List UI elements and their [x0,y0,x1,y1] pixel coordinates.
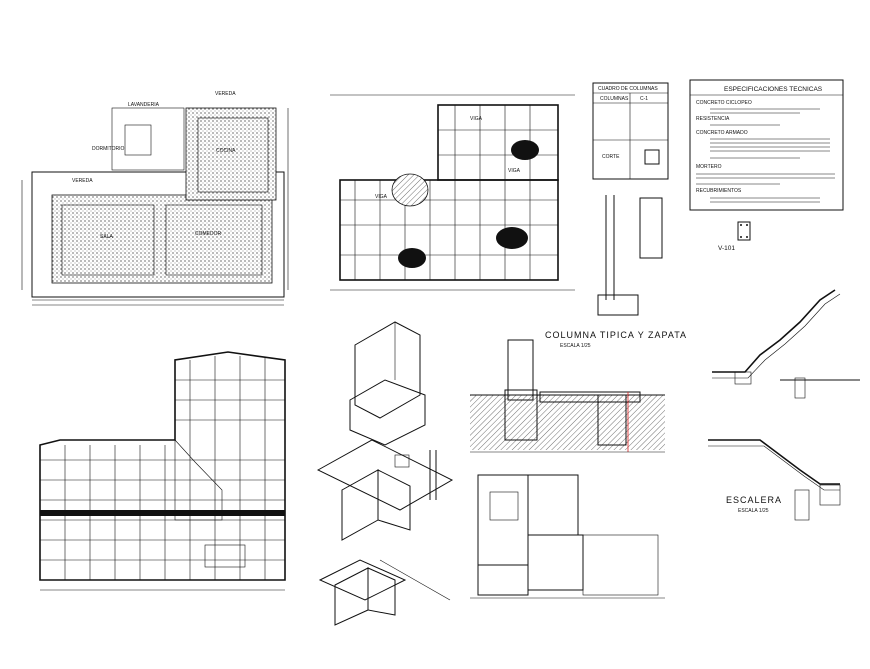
stair-title: ESCALERA [726,495,782,505]
column-detail-title: COLUMNA TIPICA Y ZAPATA [545,330,687,340]
table-columnas-header-0: COLUMNAS [600,96,629,102]
column-elevation [597,195,663,316]
label-viga-2: VIGA [508,168,521,174]
iso-footing-detail [316,439,454,626]
roof-plan [39,351,286,591]
room-label-cocina: COCINA [216,148,236,154]
spec-section-4: RECUBRIMIENTOS [696,188,742,194]
stair-scale: ESCALA 1/25 [738,508,769,514]
beam-label: V-101 [718,245,735,252]
table-columnas-title: CUADRO DE COLUMNAS [598,86,658,92]
foundation-plan: VIGA VIGA VIGA [330,94,575,291]
spec-section-2: CONCRETO ARMADO [696,130,748,136]
label-dormitorio: DORMITORIO [92,146,125,152]
spec-section-3: MORTERO [696,164,722,170]
room-label-comedor: COMEDOR [195,231,222,237]
label-lavanderia: LAVANDERIA [128,102,160,108]
especificaciones: ESPECIFICACIONES TECNICAS CONCRETO CICLO… [689,79,844,211]
stair-detail: ESCALERA ESCALA 1/25 [708,289,860,521]
column-footing-section [470,339,665,599]
label-vereda-2: VEREDA [215,91,236,97]
table-columnas-corte: CORTE [602,154,620,160]
spec-section-0: CONCRETO CICLOPEO [696,100,752,106]
beam-detail: V-101 [718,221,751,252]
floor-plan: SALA COMEDOR COCINA LAVANDERIA DORMITORI… [21,91,289,306]
column-detail-scale: ESCALA 1/25 [560,343,591,349]
table-columnas-header-1: C-1 [640,96,648,102]
label-viga-3: VIGA [375,194,388,200]
label-viga-1: VIGA [470,116,483,122]
room-label-sala: SALA [100,234,113,240]
spec-section-1: RESISTENCIA [696,116,730,122]
label-vereda-1: VEREDA [72,178,93,184]
table-columnas: CUADRO DE COLUMNAS COLUMNAS C-1 CORTE [592,82,669,180]
iso-wall-detail [349,321,426,446]
especificaciones-title: ESPECIFICACIONES TECNICAS [724,86,823,93]
